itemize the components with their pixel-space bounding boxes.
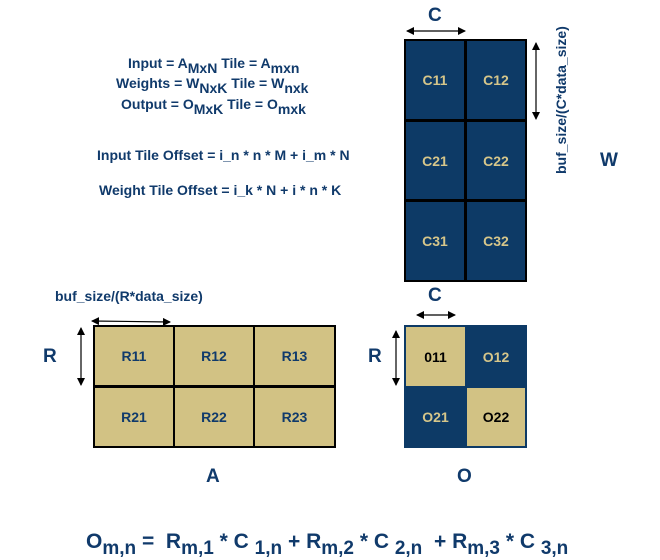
input-definition: Input = AMxN Tile = Amxn [128, 55, 300, 76]
o-cell: 011 [406, 327, 465, 386]
o-row-label: R [368, 346, 382, 367]
weight-tile-offset: Weight Tile Offset = i_k * N + i * n * K [99, 182, 342, 198]
weights-definition: Weights = WNxK Tile = Wnxk [116, 75, 309, 96]
a-row-label: R [43, 346, 57, 367]
o-cell: O21 [406, 388, 465, 446]
o-cell: O12 [467, 327, 525, 386]
w-matrix: C11 C12 C21 C22 C31 C32 [404, 39, 527, 282]
w-matrix-name: W [600, 150, 618, 171]
o-cell: O22 [467, 388, 525, 446]
w-cell: C32 [467, 202, 525, 280]
o-col-label: C [428, 285, 442, 306]
a-cell: R22 [175, 388, 253, 446]
output-formula: Om,n = Rm,1 * C 1,n + Rm,2 * C 2,n + Rm,… [86, 530, 569, 559]
a-col-arrow [91, 317, 171, 326]
w-cell: C12 [467, 41, 525, 119]
o-matrix: 011 O12 O21 O22 [404, 325, 527, 448]
a-cell: R23 [255, 388, 334, 446]
o-matrix-name: O [457, 466, 472, 487]
a-cell: R13 [255, 327, 334, 385]
w-cell: C31 [406, 202, 464, 280]
a-col-dim-label: buf_size/(R*data_size) [55, 288, 203, 304]
output-definition: Output = OMxK Tile = Omxk [121, 96, 306, 117]
a-cell: R21 [95, 388, 173, 446]
w-cell: C21 [406, 122, 464, 199]
w-cell: C11 [406, 41, 464, 119]
w-row-dim-label: buf_size/(C*data_size) [553, 26, 569, 174]
a-matrix-name: A [206, 466, 220, 487]
input-tile-offset: Input Tile Offset = i_n * n * M + i_m * … [97, 147, 350, 163]
w-col-label: C [428, 5, 442, 26]
a-matrix: R11 R12 R13 R21 R22 R23 [93, 325, 336, 448]
a-cell: R11 [95, 327, 173, 385]
w-cell: C22 [467, 122, 525, 199]
a-cell: R12 [175, 327, 253, 385]
